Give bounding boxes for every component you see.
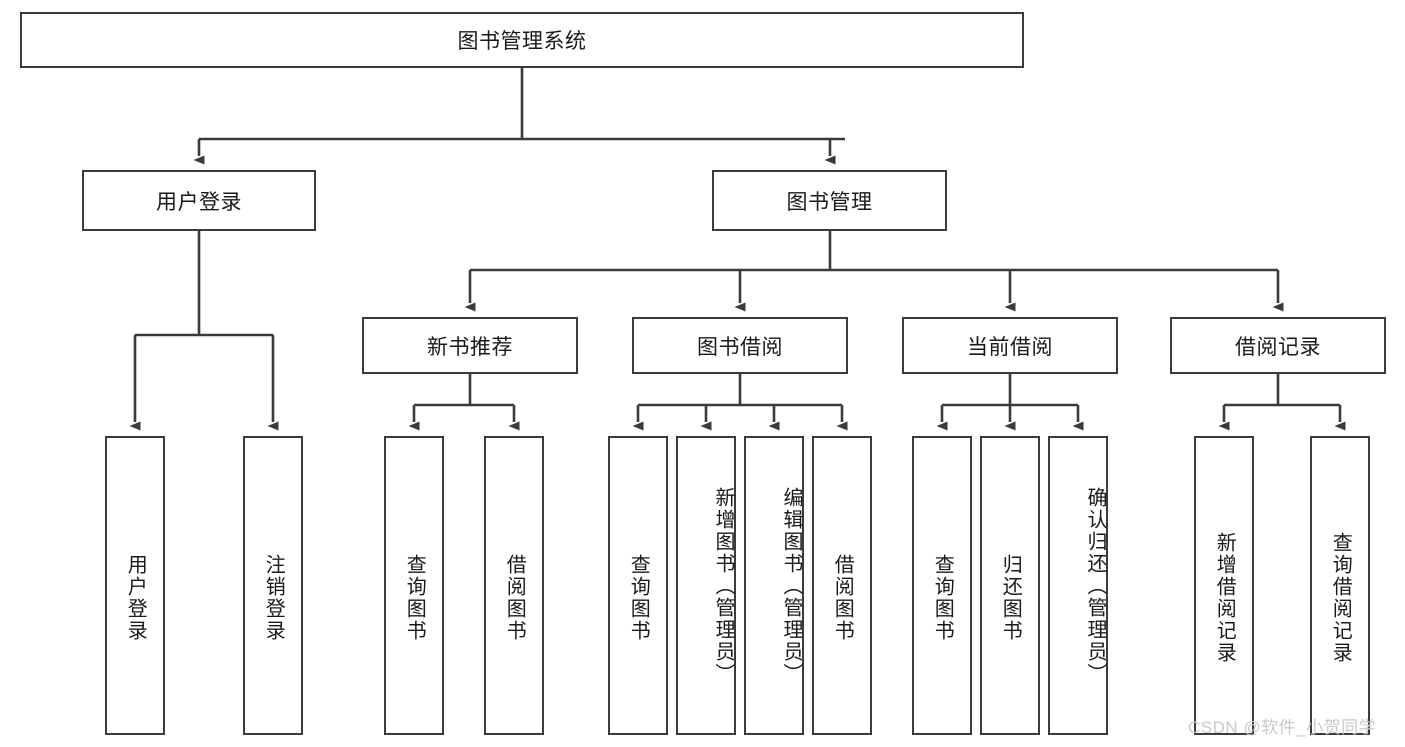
leaf-logout-label: 注销登录 (262, 553, 285, 642)
node-book-borrow[interactable]: 图书借阅 (632, 317, 848, 374)
node-new-book-rec-label: 新书推荐 (427, 335, 513, 359)
node-root-label: 图书管理系统 (457, 30, 587, 53)
node-book-manage[interactable]: 图书管理 (712, 170, 947, 231)
leaf-edit-book[interactable]: 编辑图书（管理员） (744, 436, 804, 735)
leaf-add-record[interactable]: 新增借阅记录 (1194, 436, 1254, 735)
leaf-edit-book-label: 编辑图书（管理员） (780, 486, 802, 685)
leaf-query-book-1-label: 查询图书 (403, 553, 426, 642)
leaf-add-book[interactable]: 新增图书（管理员） (676, 436, 736, 735)
leaf-query-book-2-label: 查询图书 (627, 553, 650, 642)
leaf-logout[interactable]: 注销登录 (243, 436, 303, 735)
node-user-login-label: 用户登录 (156, 190, 242, 214)
leaf-borrow-book-1-label: 借阅图书 (503, 553, 526, 642)
leaf-query-book-3-label: 查询图书 (931, 553, 954, 642)
leaf-user-login[interactable]: 用户登录 (105, 436, 165, 735)
node-book-borrow-label: 图书借阅 (697, 335, 783, 359)
leaf-return-book[interactable]: 归还图书 (980, 436, 1040, 735)
node-root[interactable]: 图书管理系统 (20, 12, 1024, 68)
leaf-query-record-label: 查询借阅记录 (1329, 531, 1352, 664)
leaf-confirm-return-label: 确认归还（管理员） (1084, 486, 1106, 685)
leaf-query-record[interactable]: 查询借阅记录 (1310, 436, 1370, 735)
leaf-borrow-book-2[interactable]: 借阅图书 (812, 436, 872, 735)
leaf-user-login-label: 用户登录 (124, 553, 147, 642)
leaf-add-record-label: 新增借阅记录 (1213, 531, 1236, 664)
node-borrow-record[interactable]: 借阅记录 (1170, 317, 1386, 374)
leaf-confirm-return[interactable]: 确认归还（管理员） (1048, 436, 1108, 735)
node-user-login[interactable]: 用户登录 (82, 170, 316, 231)
watermark: CSDN @软件_小贺同学 (1188, 718, 1377, 737)
leaf-query-book-2[interactable]: 查询图书 (608, 436, 668, 735)
node-current-borrow-label: 当前借阅 (967, 335, 1053, 359)
leaf-add-book-label: 新增图书（管理员） (712, 486, 734, 685)
leaf-query-book-1[interactable]: 查询图书 (384, 436, 444, 735)
node-borrow-record-label: 借阅记录 (1235, 335, 1321, 359)
leaf-query-book-3[interactable]: 查询图书 (912, 436, 972, 735)
leaf-borrow-book-1[interactable]: 借阅图书 (484, 436, 544, 735)
leaf-borrow-book-2-label: 借阅图书 (831, 553, 854, 642)
node-book-manage-label: 图书管理 (786, 190, 873, 214)
node-new-book-rec[interactable]: 新书推荐 (362, 317, 578, 374)
leaf-return-book-label: 归还图书 (999, 553, 1022, 642)
node-current-borrow[interactable]: 当前借阅 (902, 317, 1118, 374)
